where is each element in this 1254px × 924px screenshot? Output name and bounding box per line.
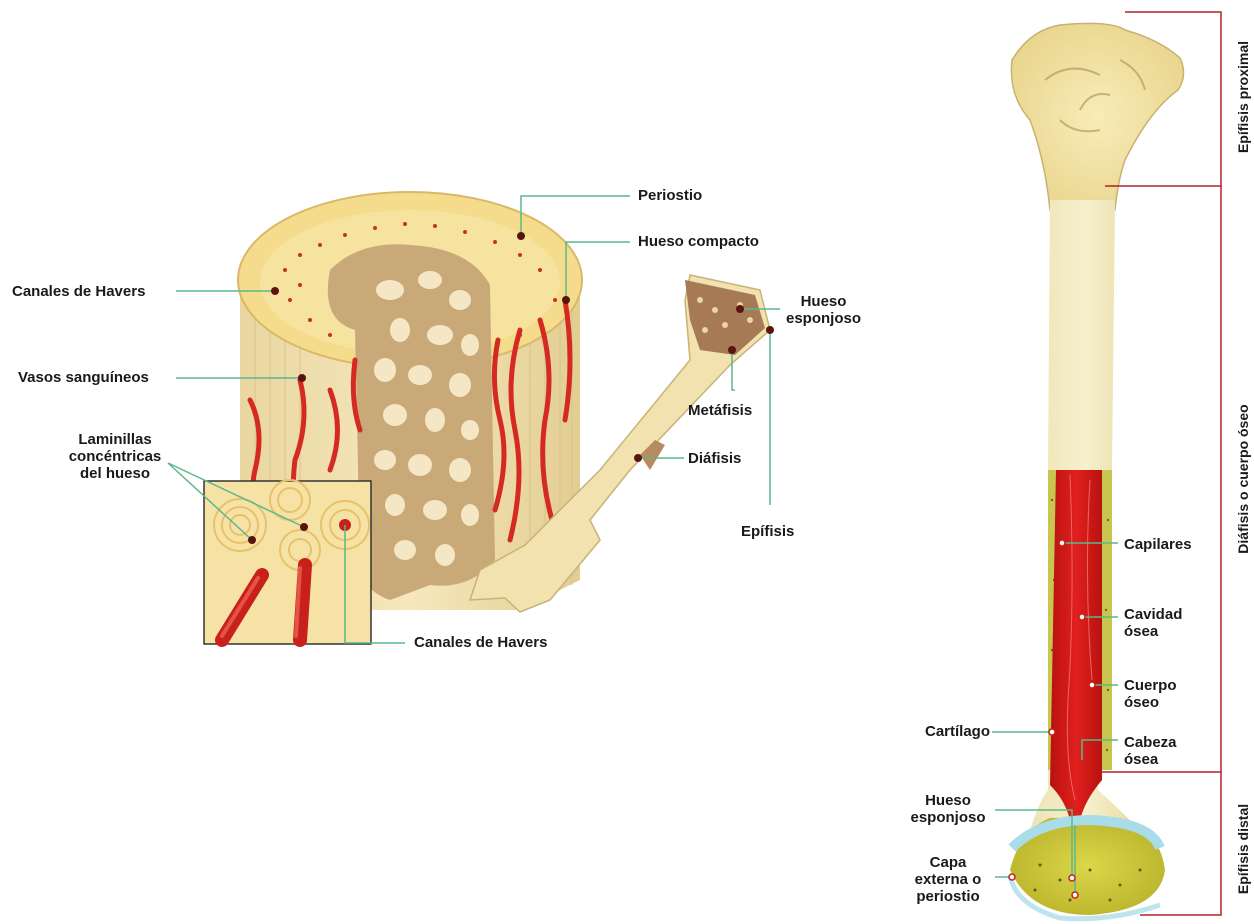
label-cabeza-osea: Cabeza ósea [1124, 734, 1177, 768]
label-diafisis-cuerpo: Diáfisis o cuerpo óseo [1235, 379, 1251, 579]
label-vasos-sanguineos: Vasos sanguíneos [18, 369, 149, 386]
label-cabeza-line2: ósea [1124, 751, 1177, 768]
label-cartilago: Cartílago [880, 723, 990, 740]
label-hueso-esp-line1: Hueso [900, 792, 996, 809]
label-capa-line2: externa o [900, 871, 996, 888]
label-metafisis: Metáfisis [688, 402, 752, 419]
label-cabeza-line1: Cabeza [1124, 734, 1177, 751]
label-hueso-compacto: Hueso compacto [638, 233, 759, 250]
label-hueso-esponjoso: Hueso esponjoso [786, 293, 861, 327]
label-cavidad-osea: Cavidad ósea [1124, 606, 1182, 640]
label-hueso-esponjoso-right: Hueso esponjoso [900, 792, 996, 826]
label-capa-line3: periostio [900, 888, 996, 905]
label-capilares: Capilares [1124, 536, 1192, 553]
label-canales-havers-top: Canales de Havers [12, 283, 145, 300]
label-laminillas: Laminillas concéntricas del hueso [50, 431, 180, 482]
label-cuerpo-oseo: Cuerpo óseo [1124, 677, 1177, 711]
label-hueso-esponjoso-line1: Hueso [786, 293, 861, 310]
label-epifisis-proximal: Epífisis proximal [1235, 22, 1251, 172]
label-cuerpo-line1: Cuerpo [1124, 677, 1177, 694]
label-epifisis: Epífisis [741, 523, 794, 540]
label-capa-externa: Capa externa o periostio [900, 854, 996, 905]
label-cavidad-line1: Cavidad [1124, 606, 1182, 623]
label-periostio: Periostio [638, 187, 702, 204]
label-laminillas-line2: concéntricas [50, 448, 180, 465]
label-epifisis-distal: Epífisis distal [1235, 789, 1251, 909]
label-cavidad-line2: ósea [1124, 623, 1182, 640]
label-laminillas-line1: Laminillas [50, 431, 180, 448]
label-diafisis: Diáfisis [688, 450, 741, 467]
label-canales-havers-bottom: Canales de Havers [414, 634, 547, 651]
label-hueso-esponjoso-line2: esponjoso [786, 310, 861, 327]
label-laminillas-line3: del hueso [50, 465, 180, 482]
label-capa-line1: Capa [900, 854, 996, 871]
label-cuerpo-line2: óseo [1124, 694, 1177, 711]
label-hueso-esp-line2: esponjoso [900, 809, 996, 826]
femur [1010, 23, 1184, 918]
